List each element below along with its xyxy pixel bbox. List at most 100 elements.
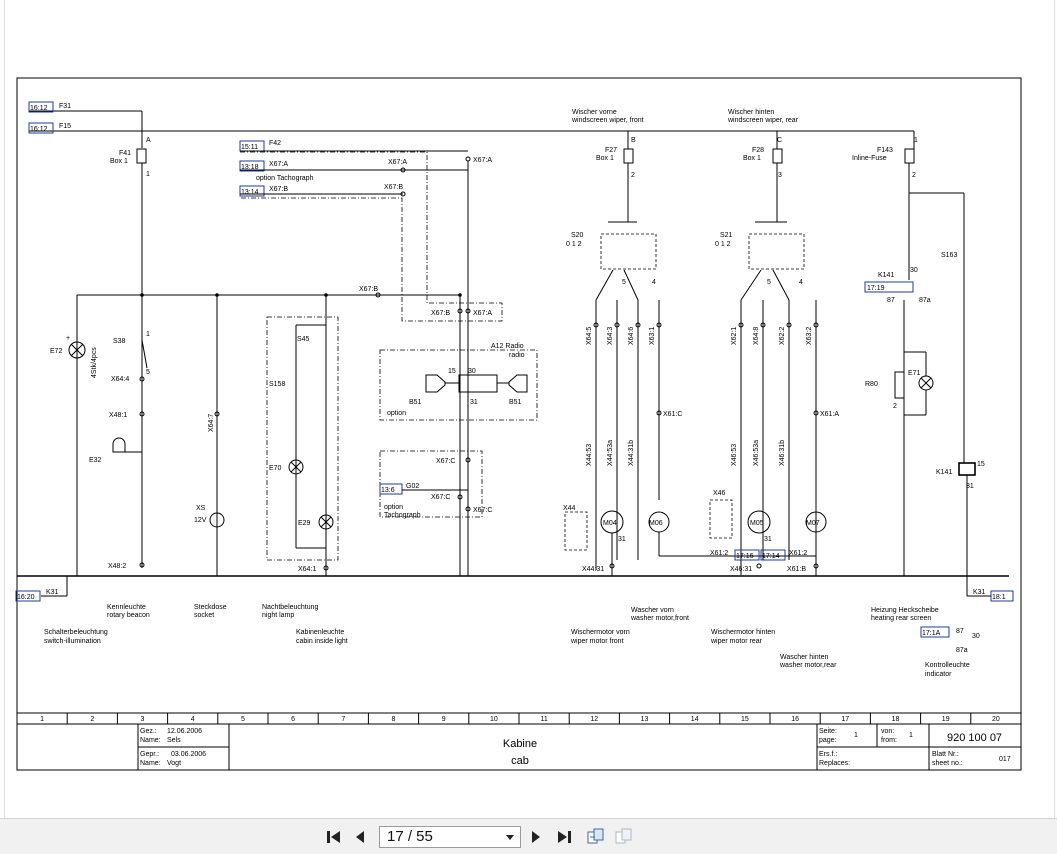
rail-label: K31 <box>973 589 986 596</box>
component-label: X46 <box>713 490 726 497</box>
svg-text:4: 4 <box>652 279 656 286</box>
fuse-label: Inline-Fuse <box>852 155 887 162</box>
option-label: Tachograph <box>384 512 421 519</box>
section-label: windscreen wiper, front <box>571 117 644 124</box>
fuse-f27 <box>623 148 634 164</box>
speaker-left-icon <box>425 374 446 393</box>
tb-value: 1 <box>909 732 913 739</box>
pdf-viewer-toolbar: 17 / 55 <box>0 818 1057 854</box>
column-number: 13 <box>641 716 649 723</box>
pin-label: 31 <box>470 399 478 406</box>
svg-text:2: 2 <box>893 403 897 410</box>
conn-label: X48:2 <box>108 563 126 570</box>
conn-label: X67:A <box>473 310 492 317</box>
component-label: E72 <box>50 348 63 355</box>
fuse-label: Box 1 <box>743 155 761 162</box>
sheet-number: 017 <box>999 756 1011 763</box>
description: Kabinenleuchte <box>296 629 344 636</box>
last-page-icon <box>558 831 571 843</box>
column-number: 6 <box>291 716 295 723</box>
column-number: 11 <box>540 716 547 723</box>
pin-label: 15 <box>977 461 985 468</box>
column-number: 8 <box>392 716 396 723</box>
tb-value: Sels <box>167 737 181 744</box>
conn-label: X44:53 <box>586 444 593 466</box>
ref-label: 17:1A <box>922 630 941 637</box>
tb-label: page: <box>819 737 837 744</box>
column-number: 4 <box>191 716 195 723</box>
section-label: Wischer hinten <box>728 109 774 116</box>
description: Wischermotor hinten <box>711 629 775 636</box>
component-label: M07 <box>806 520 820 527</box>
wiring-diagram: 16:12 F31 16:12 F15 A F41 Box 1 1 15:11 … <box>15 77 1022 771</box>
pin-label: 30 <box>972 633 980 640</box>
svg-text:31: 31 <box>618 536 626 543</box>
page-select[interactable]: 17 / 55 <box>379 826 521 848</box>
svg-text:1: 1 <box>146 331 150 338</box>
conn-label: X67:B <box>269 186 288 193</box>
tb-label: Gepr.: <box>140 751 159 758</box>
conn-label: X67:B <box>384 184 403 191</box>
pin-label: 15 <box>448 368 456 375</box>
option-label: option <box>384 504 403 511</box>
conn-label: X67:C <box>431 494 450 501</box>
conn-label: X62:1 <box>731 327 738 345</box>
ref-label: 16:20 <box>17 594 35 601</box>
component-label: A12 Radio <box>491 343 524 350</box>
speaker-right-icon <box>508 374 528 393</box>
component-label: S163 <box>941 252 957 259</box>
conn-label: X61:2 <box>789 550 807 557</box>
component-label: E29 <box>298 520 311 527</box>
socket-icon <box>209 512 225 528</box>
first-page-button[interactable] <box>324 827 344 847</box>
next-page-button[interactable] <box>526 827 546 847</box>
tb-label: Name: <box>140 737 161 744</box>
component-label: 12V <box>194 517 207 524</box>
conn-label: X67:B <box>431 310 450 317</box>
fuse-f41 <box>136 148 147 164</box>
facing-pages-button[interactable] <box>614 827 634 847</box>
lamp-e72 <box>68 341 86 359</box>
conn-label: X64:5 <box>586 327 593 345</box>
heater-r80 <box>894 371 905 399</box>
description: indicator <box>925 671 952 678</box>
drawing-frame <box>16 77 1022 771</box>
svg-text:31: 31 <box>764 536 772 543</box>
fuse-pin: 1 <box>146 171 150 178</box>
svg-text:5: 5 <box>767 279 771 286</box>
component-label: S21 <box>720 232 733 239</box>
tb-label: from: <box>881 737 897 744</box>
conn-label: X46:31 <box>730 566 752 573</box>
fit-page-button[interactable] <box>586 827 606 847</box>
component-label: K141 <box>936 469 952 476</box>
rail-label: K31 <box>46 589 59 596</box>
last-page-button[interactable] <box>554 827 574 847</box>
conn-label: X44:53a <box>607 440 614 466</box>
column-number: 18 <box>892 716 900 723</box>
description: Kennleuchte <box>107 604 146 611</box>
component-label: E32 <box>89 457 102 464</box>
component-label: M05 <box>750 520 764 527</box>
conn-label: X61:2 <box>710 550 728 557</box>
ref-label: 16:12 <box>30 105 48 112</box>
conn-label: X61:B <box>787 566 806 573</box>
description: Nachtbeleuchtung <box>262 604 319 611</box>
component-label: E70 <box>269 465 282 472</box>
radio-group <box>379 349 538 421</box>
conn-label: X64:3 <box>607 327 614 345</box>
tb-label: von: <box>881 728 894 735</box>
section-label: windscreen wiper, rear <box>727 117 799 124</box>
conn-label: X67:C <box>473 507 492 514</box>
column-number: 9 <box>442 716 446 723</box>
conn-label: X64:8 <box>753 327 760 345</box>
beacon-icon <box>112 437 126 453</box>
prev-page-button[interactable] <box>350 827 370 847</box>
fuse-label: F41 <box>119 150 131 157</box>
svg-text:+: + <box>66 335 70 342</box>
conn-label: X64:6 <box>628 327 635 345</box>
tb-label: Gez.: <box>140 728 157 735</box>
column-number: 7 <box>341 716 345 723</box>
component-label: radio <box>509 352 525 359</box>
ref-label: 16:12 <box>30 126 48 133</box>
